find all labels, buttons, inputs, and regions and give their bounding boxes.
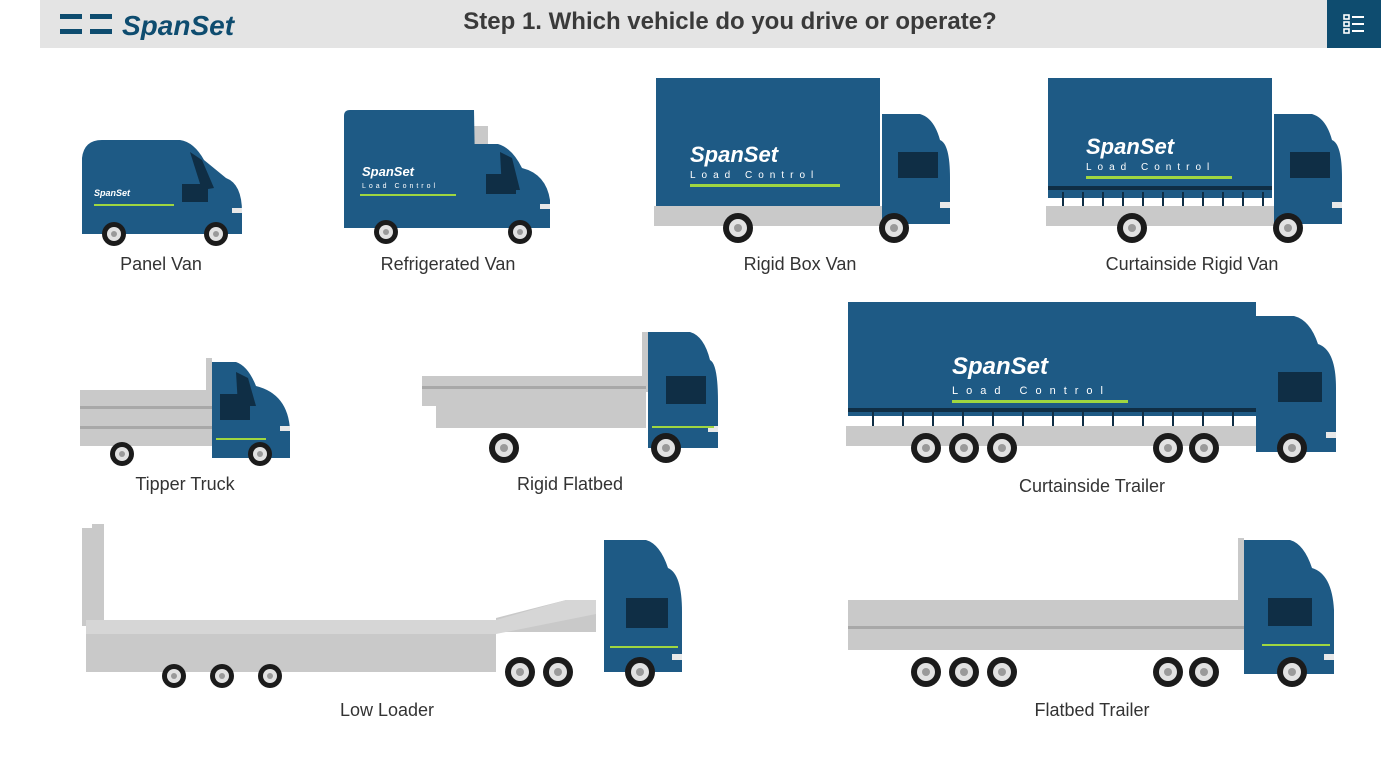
flatbed-trailer-image [848,538,1334,687]
curtainside-rigid-van-image: SpanSet Load Control [1046,78,1342,243]
tipper-truck-image [80,358,290,466]
vehicle-label: Low Loader [339,700,435,720]
decal-tagline: Load Control [952,385,1111,397]
vehicle-curtainside-rigid-van[interactable]: SpanSet Load Control Curtainside Rigid V… [1042,74,1342,280]
vehicle-label: Curtainside Rigid Van [1105,254,1279,274]
vehicle-label: Panel Van [120,254,202,274]
spanset-logo: SpanSet [60,10,236,40]
decal-tagline: Load Control [690,170,819,181]
decal-tagline: Load Control [1086,162,1215,173]
vehicle-tipper-truck[interactable]: Tipper Truck [74,354,296,500]
vehicle-flatbed-trailer[interactable]: Flatbed Trailer [842,536,1342,722]
decal-brand: SpanSet [1086,134,1176,159]
decal-tagline: Load Control [362,183,438,190]
vehicle-panel-van[interactable]: SpanSet Panel Van [70,130,252,280]
vehicle-rigid-box-van[interactable]: SpanSet Load Control Rigid Box Van [650,74,950,280]
vehicle-label: Flatbed Trailer [1034,700,1150,720]
vehicle-low-loader[interactable]: Low Loader [76,522,698,722]
low-loader-image [82,524,682,688]
decal-brand: SpanSet [690,142,780,167]
list-menu-icon [1343,14,1364,34]
curtainside-trailer-image: SpanSet Load Control [846,302,1336,463]
rigid-flatbed-image [422,332,718,463]
vehicle-refrigerated-van[interactable]: SpanSet Load Control Refrigerated Van [336,104,560,280]
vehicle-label: Rigid Flatbed [516,474,624,494]
rigid-box-van-image: SpanSet Load Control [654,78,950,243]
menu-button[interactable] [1327,0,1381,48]
decal-brand: SpanSet [94,188,131,198]
panel-van-image: SpanSet [82,140,242,246]
vehicle-curtainside-trailer[interactable]: SpanSet Load Control Curtainside Trailer [842,298,1342,500]
refrigerated-van-image: SpanSet Load Control [344,110,550,244]
app-header: SpanSet Step 1. Which vehicle do you dri… [40,0,1381,48]
decal-brand: SpanSet [362,164,415,179]
vehicle-label: Refrigerated Van [380,254,516,274]
vehicle-label: Rigid Box Van [743,254,857,274]
decal-brand: SpanSet [952,353,1049,380]
logo-text: SpanSet [122,10,236,40]
vehicle-label: Tipper Truck [135,474,235,494]
vehicle-rigid-flatbed[interactable]: Rigid Flatbed [420,330,720,500]
vehicle-label: Curtainside Trailer [1018,476,1166,496]
page-title: Step 1. Which vehicle do you drive or op… [463,8,997,35]
